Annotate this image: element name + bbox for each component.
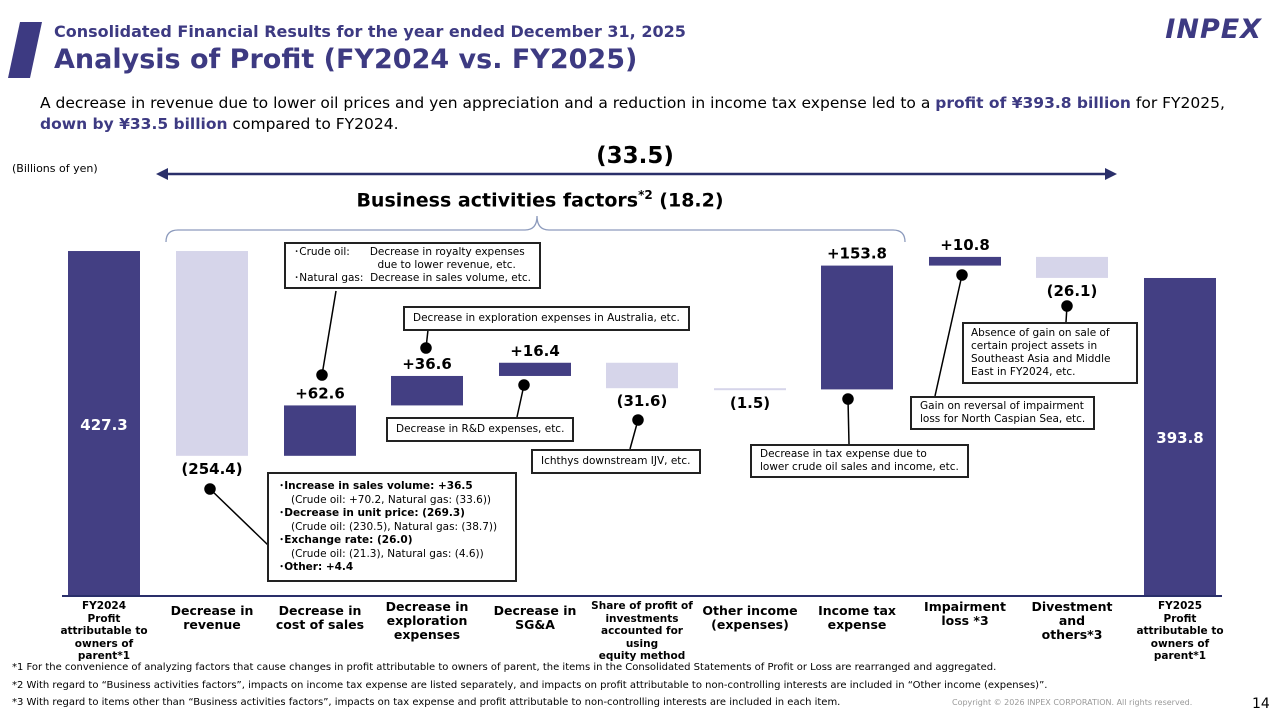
data-label: (26.1) <box>1047 282 1098 300</box>
revenue-factor: ･Exchange rate: (26.0) <box>279 534 413 546</box>
lead-highlight: profit of ¥393.8 billion <box>935 94 1131 112</box>
category-label: Divestment and others*3 <box>1031 599 1113 642</box>
callout-line: certain project assets in <box>971 340 1098 352</box>
data-label: +16.4 <box>510 342 560 360</box>
leader-dot <box>316 369 328 381</box>
lead-part: for FY2025, <box>1130 94 1225 112</box>
data-label: (1.5) <box>730 394 770 412</box>
footnote-1: *1 For the convenience of analyzing fact… <box>12 662 997 673</box>
leader-line <box>934 274 963 397</box>
callout-exploration: Decrease in exploration expenses in Aust… <box>403 306 690 331</box>
footnote-2: *2 With regard to “Business activities f… <box>12 680 1048 691</box>
callout-impairment: Gain on reversal of impairment loss for … <box>910 396 1096 430</box>
category-label: Other income (expenses) <box>702 603 798 632</box>
callout-revenue: ･Increase in sales volume: +36.5(Crude o… <box>267 472 517 582</box>
slide-title: Analysis of Profit (FY2024 vs. FY2025) <box>54 44 638 75</box>
revenue-factor-detail: (Crude oil: (230.5), Natural gas: (38.7)… <box>291 520 498 533</box>
data-label: (31.6) <box>617 392 668 410</box>
total-arrow <box>156 168 1117 180</box>
category-label: FY2024 Profit attributable to owners of … <box>60 600 148 662</box>
callout-line: Gain on reversal of impairment <box>920 400 1084 412</box>
lead-highlight: down by ¥33.5 billion <box>40 115 228 133</box>
leader-dot <box>842 393 854 405</box>
callout-line: Absence of gain on sale of <box>971 327 1110 339</box>
callout-line: East in FY2024, etc. <box>971 366 1076 378</box>
bar-10 <box>1144 277 1216 595</box>
revenue-factor: ･Other: +4.4 <box>279 561 354 573</box>
data-label: +10.8 <box>940 236 990 254</box>
leader-dot <box>632 414 644 426</box>
business-factors-brace <box>165 215 906 243</box>
lead-part: compared to FY2024. <box>227 115 399 133</box>
callout-tax: Decrease in tax expense due to lower cru… <box>750 444 969 478</box>
leader-line <box>209 488 269 546</box>
footnote-3: *3 With regard to items other than “Busi… <box>12 697 841 708</box>
data-label: +153.8 <box>827 245 887 263</box>
page-number: 14 <box>1252 696 1270 712</box>
lead-part: A decrease in revenue due to lower oil p… <box>40 94 936 112</box>
leader-dot <box>204 483 216 495</box>
leader-line <box>321 290 337 376</box>
category-label: Share of profit of investments accounted… <box>591 600 693 662</box>
business-factors-label: Business activities factors*2 (18.2) <box>300 188 780 211</box>
slide-subtitle: Consolidated Financial Results for the y… <box>54 22 686 41</box>
revenue-factor-detail: (Crude oil: +70.2, Natural gas: (33.6)) <box>291 493 492 506</box>
total-change-label: (33.5) <box>596 143 674 169</box>
data-label: 393.8 <box>1156 429 1203 447</box>
callout-line: loss for North Caspian Sea, etc. <box>920 413 1086 425</box>
leader-dot <box>518 379 530 391</box>
category-label: Decrease in revenue <box>170 603 254 632</box>
bar-9 <box>1036 256 1108 278</box>
inpex-logo: INPEX <box>1165 14 1262 45</box>
leader-dot <box>1061 300 1073 312</box>
leader-dot <box>420 342 432 354</box>
category-label: Impairment loss *3 <box>924 599 1006 628</box>
callout-line: Southeast Asia and Middle <box>971 353 1111 365</box>
bar-8 <box>929 256 1001 266</box>
data-label: 427.3 <box>80 416 127 434</box>
callout-line: lower crude oil sales and income, etc. <box>760 461 959 473</box>
leader-line <box>847 398 850 445</box>
bar-5 <box>606 362 678 389</box>
revenue-factor: ･Increase in sales volume: +36.5 <box>279 480 473 492</box>
data-label: +36.6 <box>402 355 452 373</box>
bf-sup: *2 <box>638 188 653 202</box>
callout-line: due to lower revenue, etc. <box>294 259 516 271</box>
category-label: FY2025 Profit attributable to owners of … <box>1136 600 1224 662</box>
bar-1 <box>176 251 248 456</box>
category-label: Decrease in exploration expenses <box>385 599 469 642</box>
callout-divestment: Absence of gain on sale of certain proje… <box>962 322 1138 384</box>
revenue-factor: ･Decrease in unit price: (269.3) <box>279 507 465 519</box>
bf-value: (18.2) <box>652 189 724 212</box>
bar-4 <box>499 362 571 376</box>
bar-7 <box>821 265 893 390</box>
bar-6 <box>714 388 786 391</box>
bar-0 <box>68 251 140 595</box>
data-label: (254.4) <box>181 460 242 478</box>
category-label: Income tax expense <box>818 603 896 632</box>
callout-sga: Decrease in R&D expenses, etc. <box>386 417 575 442</box>
unit-label: (Billions of yen) <box>12 162 98 175</box>
category-label: Decrease in SG&A <box>493 603 577 632</box>
title-accent-icon <box>8 22 42 78</box>
revenue-factor-detail: (Crude oil: (21.3), Natural gas: (4.6)) <box>291 547 484 560</box>
callout-cost-of-sales: ･Crude oil: Decrease in royalty expenses… <box>284 242 541 289</box>
callout-equity: Ichthys downstream IJV, etc. <box>531 449 701 474</box>
bf-text: Business activities factors <box>356 189 639 212</box>
category-label: Decrease in cost of sales <box>275 603 365 632</box>
callout-line: ･Natural gas: Decrease in sales volume, … <box>294 272 531 284</box>
copyright: Copyright © 2026 INPEX CORPORATION. All … <box>952 698 1193 707</box>
leader-dot <box>956 269 968 281</box>
bar-2 <box>284 405 356 456</box>
callout-line: Decrease in tax expense due to <box>760 448 927 460</box>
callout-line: ･Crude oil: Decrease in royalty expenses <box>294 246 525 258</box>
bar-3 <box>391 375 463 406</box>
data-label: +62.6 <box>295 384 345 402</box>
lead-text: A decrease in revenue due to lower oil p… <box>40 93 1240 135</box>
